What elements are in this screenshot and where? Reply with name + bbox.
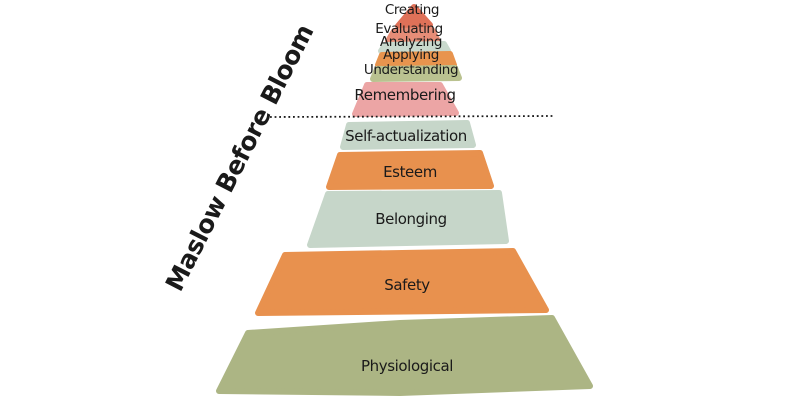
level-creating-shape — [395, 4, 433, 29]
level-understanding-shape — [370, 65, 462, 82]
level-self-actualization-label: Self-actualization — [345, 127, 467, 145]
level-analyzing-shape — [378, 41, 451, 54]
level-analyzing-label: Analyzing — [380, 34, 442, 50]
level-self-actualization-shape — [340, 120, 476, 150]
level-understanding-label: Understanding — [364, 62, 458, 78]
level-remembering-label: Remembering — [354, 86, 455, 104]
level-belonging-shape — [307, 190, 509, 248]
divider-dotted-line — [269, 115, 554, 118]
level-evaluating-shape — [385, 27, 441, 44]
level-esteem-shape — [326, 150, 494, 190]
level-safety-shape — [255, 248, 549, 316]
level-creating-label: Creating — [385, 2, 439, 18]
level-evaluating-label: Evaluating — [375, 21, 443, 37]
level-applying-shape — [375, 51, 457, 68]
level-belonging-label: Belonging — [375, 210, 447, 228]
level-physiological-label: Physiological — [361, 357, 453, 375]
level-safety-label: Safety — [384, 276, 430, 294]
level-physiological-shape — [216, 315, 593, 396]
level-esteem-label: Esteem — [383, 163, 437, 181]
level-remembering-shape — [352, 82, 459, 117]
level-applying-label: Applying — [383, 47, 439, 63]
